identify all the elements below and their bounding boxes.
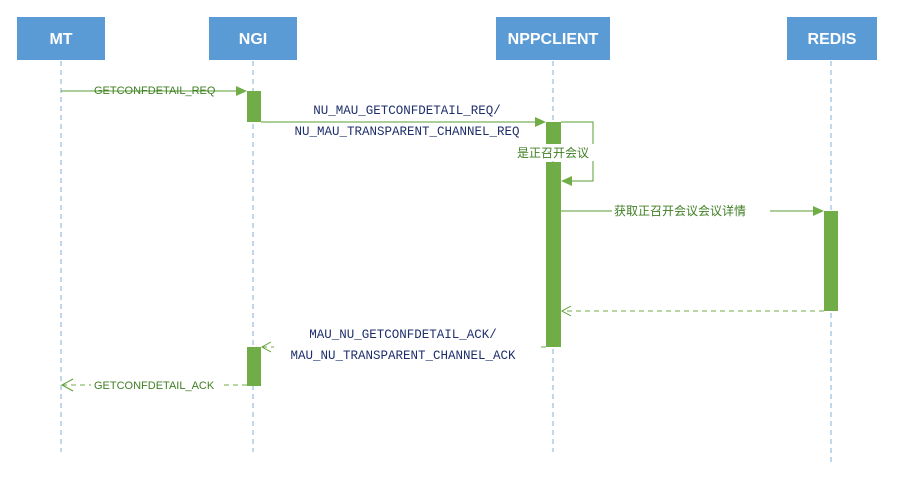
- actor-mt: MT: [17, 17, 105, 60]
- message-getconfdetail-req: GETCONFDETAIL_REQ: [61, 85, 247, 97]
- activation-ngi-request: [247, 91, 261, 122]
- activation-nppclient-main: [546, 162, 561, 347]
- arrowhead-icon: [535, 117, 546, 127]
- message-redis-return: [560, 305, 824, 317]
- message-mau-nu-ack: MAU_NU_GETCONFDETAIL_ACK/ MAU_NU_TRANSPA…: [260, 325, 546, 365]
- message-label-line2: NU_MAU_TRANSPARENT_CHANNEL_REQ: [294, 125, 519, 139]
- open-arrowhead-icon: [560, 305, 572, 317]
- message-label: 是正召开会议: [517, 146, 589, 160]
- message-label: 获取正召开会议会议详情: [614, 203, 746, 218]
- actor-ngi: NGI: [209, 17, 297, 60]
- message-getconfdetail-ack: GETCONFDETAIL_ACK: [60, 377, 247, 392]
- arrowhead-icon: [561, 176, 572, 186]
- activation-ngi-response: [247, 347, 261, 386]
- message-self-check: 是正召开会议: [516, 121, 602, 186]
- actor-ngi-label: NGI: [239, 31, 267, 48]
- actor-redis-label: REDIS: [808, 31, 857, 48]
- arrowhead-icon: [813, 206, 824, 216]
- message-label-line1: NU_MAU_GETCONFDETAIL_REQ/: [313, 104, 501, 118]
- message-label-line1: MAU_NU_GETCONFDETAIL_ACK/: [309, 328, 497, 342]
- actor-nppclient: NPPCLIENT: [496, 17, 610, 60]
- open-arrowhead-icon: [260, 341, 272, 353]
- message-get-conf-detail: 获取正召开会议会议详情: [561, 203, 824, 219]
- open-arrowhead-icon: [60, 378, 74, 392]
- message-label-line2: MAU_NU_TRANSPARENT_CHANNEL_ACK: [290, 349, 516, 363]
- message-nu-mau-req: NU_MAU_GETCONFDETAIL_REQ/ NU_MAU_TRANSPA…: [261, 104, 546, 139]
- message-label: GETCONFDETAIL_ACK: [94, 380, 215, 392]
- message-label: GETCONFDETAIL_REQ: [94, 85, 216, 97]
- actor-nppclient-label: NPPCLIENT: [508, 31, 599, 48]
- arrowhead-icon: [236, 86, 247, 96]
- actor-redis: REDIS: [787, 17, 877, 60]
- actor-mt-label: MT: [49, 31, 72, 48]
- activation-redis: [824, 211, 838, 311]
